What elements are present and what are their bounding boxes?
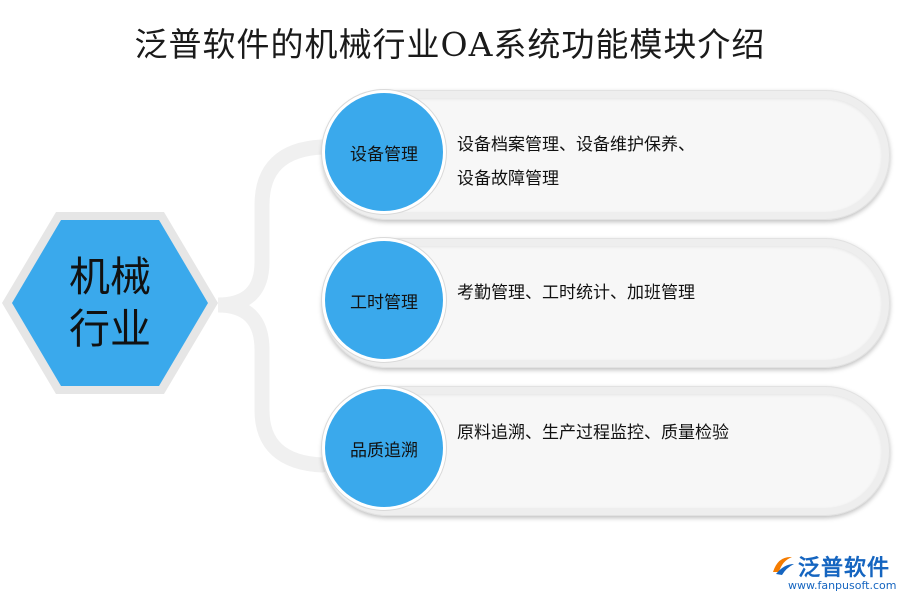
industry-hexagon: 机械 行业 [0,210,220,396]
module-name-worktime: 工时管理 [325,241,443,359]
module-desc-line: 设备档案管理、设备维护保养、 [457,135,695,155]
industry-label-line2: 行业 [69,305,151,353]
module-card-quality: 品质追溯 原料追溯、生产过程监控、质量检验 [322,386,890,516]
brand-logo: 泛普软件 www.fanpusoft.com [770,548,897,594]
logo-url: www.fanpusoft.com [788,579,897,592]
module-name-equipment: 设备管理 [325,93,443,211]
module-card-worktime: 工时管理 考勤管理、工时统计、加班管理 [322,238,890,368]
module-name-quality: 品质追溯 [325,389,443,507]
module-desc-worktime: 考勤管理、工时统计、加班管理 [457,276,757,310]
module-desc-equipment: 设备档案管理、设备维护保养、 设备故障管理 [457,128,757,196]
module-desc-line: 考勤管理、工时统计、加班管理 [457,283,695,303]
module-desc-line: 原料追溯、生产过程监控、质量检验 [457,423,729,443]
industry-label: 机械 行业 [0,210,220,396]
logo-swoosh-icon [773,556,794,575]
page-title: 泛普软件的机械行业OA系统功能模块介绍 [134,25,766,64]
module-card-equipment: 设备管理 设备档案管理、设备维护保养、 设备故障管理 [322,90,890,220]
module-desc-line: 设备故障管理 [457,169,559,189]
industry-label-line1: 机械 [69,253,151,301]
logo-name: 泛普软件 [798,556,891,581]
hexagon-shape [2,212,218,394]
module-desc-quality: 原料追溯、生产过程监控、质量检验 [457,416,757,450]
